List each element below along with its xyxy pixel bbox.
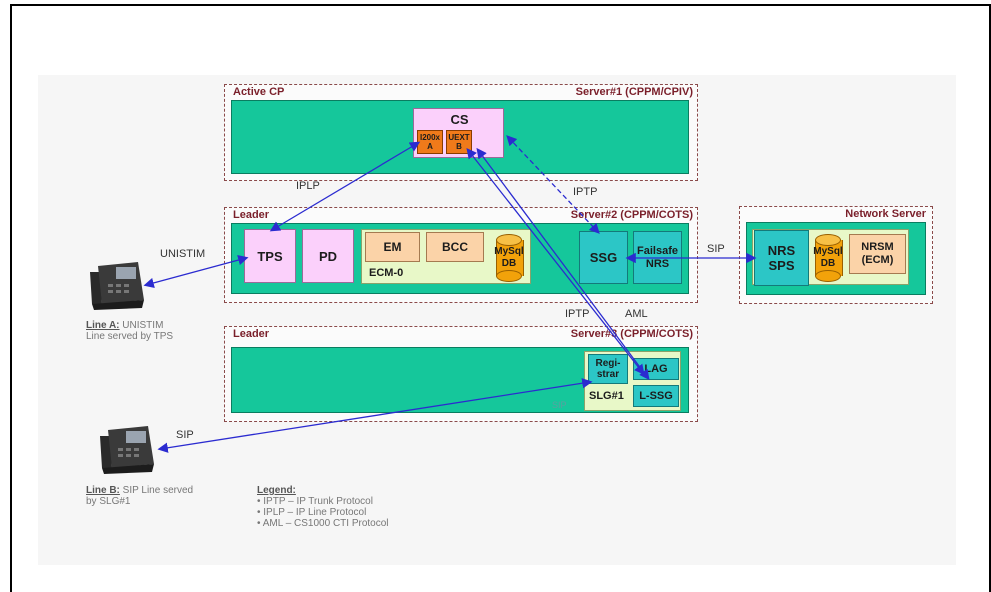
tps-box: TPS xyxy=(244,229,296,283)
sip-phone-link xyxy=(157,378,593,453)
line-a-rest: UNISTIM xyxy=(119,320,164,331)
legend-item: • IPLP – IP Line Protocol xyxy=(257,507,367,518)
server1-label: Server#1 (CPPM/CPIV) xyxy=(575,86,693,98)
aml-label: AML xyxy=(625,308,648,320)
nrs-db-icon: MySql DB xyxy=(813,234,843,282)
iplp-link xyxy=(269,141,421,232)
phone-b-icon xyxy=(96,416,158,476)
lssg-box: L-SSG xyxy=(633,385,679,407)
cs-title: CS xyxy=(450,112,469,127)
line-b-line2: by SLG#1 xyxy=(86,496,131,507)
leader3-label: Leader xyxy=(233,328,270,340)
legend-item: • AML – CS1000 CTI Protocol xyxy=(257,518,389,529)
cs-box: CS I200x A UEXT B xyxy=(413,108,504,158)
slg-label: SLG#1 xyxy=(589,390,624,402)
line-b-bold: Line B: xyxy=(86,485,120,496)
pd-box: PD xyxy=(302,229,354,283)
nrs-sps-box: NRS SPS xyxy=(754,230,809,286)
iptp-link-mid xyxy=(476,147,650,381)
uext-box: UEXT B xyxy=(446,130,472,154)
phone-a-icon xyxy=(86,252,148,312)
line-a-line2: Line served by TPS xyxy=(86,331,174,342)
iptp-mid-label: IPTP xyxy=(565,308,590,320)
line-b-rest: SIP Line served xyxy=(119,485,194,496)
ecm-label: ECM-0 xyxy=(369,267,404,279)
nrsm-box: NRSM (ECM) xyxy=(849,234,906,274)
unistim-label: UNISTIM xyxy=(160,248,206,260)
legend-title: Legend: xyxy=(257,485,296,496)
sip-phone-label: SIP xyxy=(176,429,194,441)
line-a-caption: Line A: UNISTIM Line served by TPS xyxy=(86,320,206,342)
iplp-label: IPLP xyxy=(296,180,320,192)
line-b-caption: Line B: SIP Line served by SLG#1 xyxy=(86,485,226,507)
legend: Legend: • IPTP – IP Trunk Protocol • IPL… xyxy=(257,485,457,529)
sip-network-label: SIP xyxy=(707,243,725,255)
em-box: EM xyxy=(365,232,420,262)
line-a-bold: Line A: xyxy=(86,320,120,331)
legend-item: • IPTP – IP Trunk Protocol xyxy=(257,496,373,507)
iptp-top-label: IPTP xyxy=(573,186,598,198)
nrs-group: NRS SPS MySql DB NRSM (ECM) xyxy=(752,229,909,286)
leader2-label: Leader xyxy=(233,209,270,221)
slide-frame xyxy=(10,4,991,592)
active-cp-label: Active CP xyxy=(233,86,285,98)
network-server-label: Network Server xyxy=(845,208,926,220)
nrs-db-label: MySql DB xyxy=(813,246,843,269)
aml-link xyxy=(466,147,645,376)
unistim-link xyxy=(143,255,249,288)
